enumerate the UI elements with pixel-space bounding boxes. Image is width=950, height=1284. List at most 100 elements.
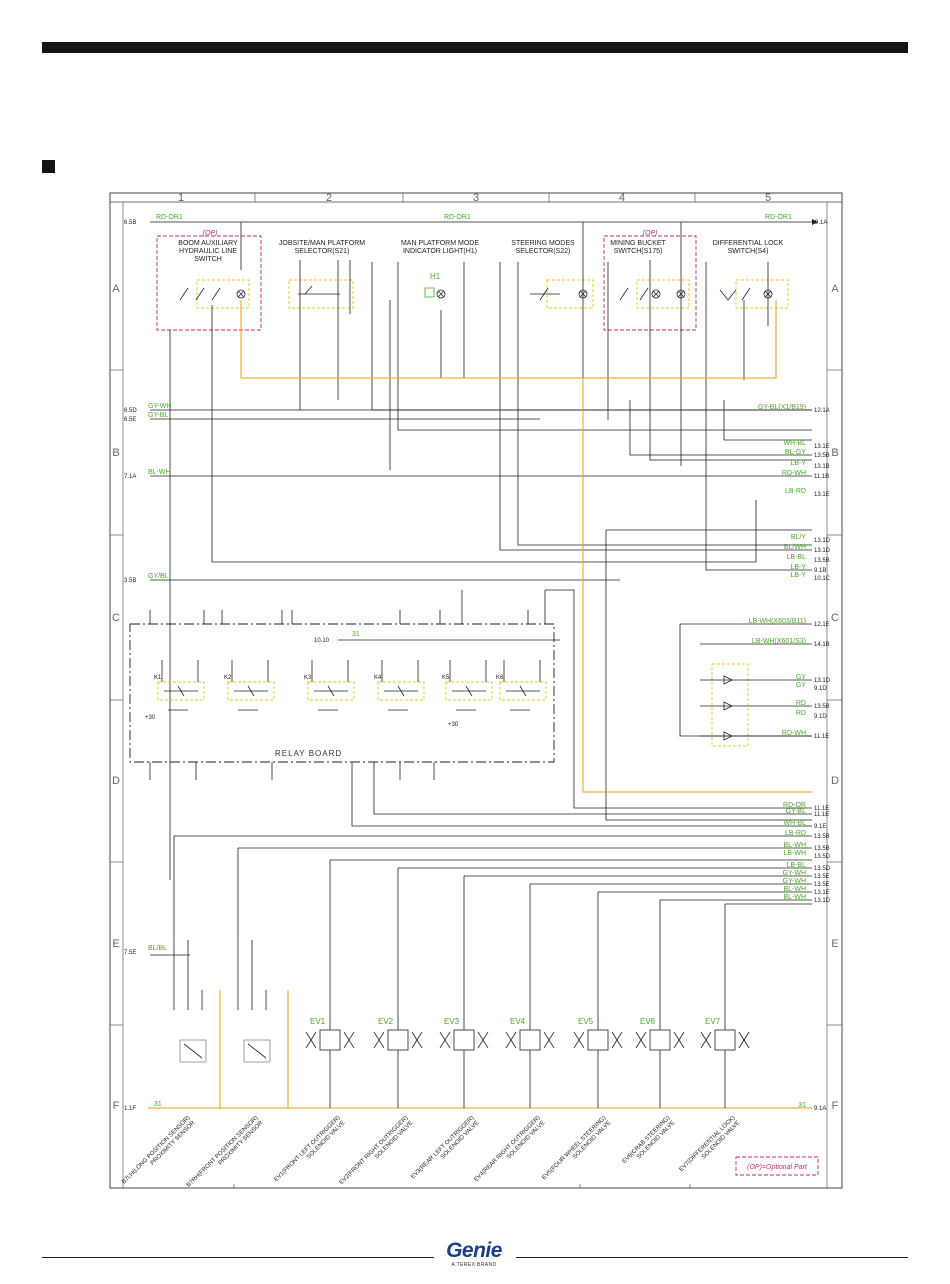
right-ref-17: 13.5B xyxy=(814,704,830,710)
relay-code-6: K6 xyxy=(496,675,504,681)
grid-row-c-right: C xyxy=(831,612,839,624)
right-net-3: WH-BL xyxy=(783,440,806,447)
legend-box xyxy=(735,1156,819,1176)
top-net-mid: RD-OR1 xyxy=(444,214,471,221)
right-net-7: LB-RD xyxy=(785,488,806,495)
right-net-6: RD-WH xyxy=(782,470,806,477)
right-net-30: BL-WH xyxy=(783,894,806,901)
svg-text:B7LH(LONG POSITION SENSOR): B7LH(LONG POSITION SENSOR) xyxy=(121,1115,191,1185)
mining-switch-box xyxy=(636,279,690,309)
left-net-3: GY-BL xyxy=(148,412,168,419)
boom-title-3: SWITCH xyxy=(194,256,222,263)
steering-title-1: STEERING MODES xyxy=(511,240,575,247)
right-ref-7: 13.1E xyxy=(814,492,830,498)
boom-switch-box xyxy=(196,279,250,309)
mining-title-1: MINING BUCKET xyxy=(610,240,666,247)
svg-text:EV2(FRONT RIGHT OUTRIGGER): EV2(FRONT RIGHT OUTRIGGER) xyxy=(339,1115,410,1186)
right-net-22: WH-BL xyxy=(783,820,806,827)
right-ref-18: 9.1D xyxy=(814,714,827,720)
valve-code-7: EV7 xyxy=(705,1017,721,1026)
relay-k2: K2 xyxy=(224,660,275,711)
right-ref-24: 13.5B xyxy=(814,846,830,852)
right-net-24: BL-WH xyxy=(783,842,806,849)
right-ref-25: 13.5D xyxy=(814,854,831,860)
indicator-tag: H1 xyxy=(430,272,441,281)
right-net-14: LB-WH(X601/S3) xyxy=(752,638,806,645)
bottom-label-6: EV4(REAR RIGHT OUTRIGGER)SOLENOID VALVE xyxy=(473,1115,546,1183)
left-net-5: GY/BL xyxy=(148,573,169,580)
right-net-10: LB-BL xyxy=(787,554,807,561)
left-ref-4: 7.1A xyxy=(124,474,136,480)
valve-code-4: EV4 xyxy=(510,1017,526,1026)
left-net-7: 31 xyxy=(154,1101,162,1108)
right-net-16: GY xyxy=(796,682,806,689)
svg-text:EV7(DIFFERENTIAL LOCK): EV7(DIFFERENTIAL LOCK) xyxy=(679,1115,737,1173)
grid-row-e: E xyxy=(112,938,119,950)
relay-plus30-left: +30 xyxy=(145,715,156,721)
diff-title-1: DIFFERENTIAL LOCK xyxy=(713,240,784,247)
grid-row-f: F xyxy=(113,1100,120,1112)
svg-text:EV4(REAR RIGHT OUTRIGGER): EV4(REAR RIGHT OUTRIGGER) xyxy=(473,1115,541,1183)
grid-col-3: 3 xyxy=(473,192,479,204)
grid-row-c: C xyxy=(112,612,120,624)
relay-mid-net: 31 xyxy=(352,631,360,638)
right-ref-4: 13.5B xyxy=(814,453,830,459)
right-ref-15: 13.1D xyxy=(814,678,831,684)
right-net-11: LB-Y xyxy=(790,564,806,571)
right-ref-14: 14.1B xyxy=(814,642,830,648)
relay-k3: K3 xyxy=(304,660,355,711)
grid-row-d-right: D xyxy=(831,775,839,787)
left-ref-3: 6.5E xyxy=(124,417,136,423)
jobsite-title-2: SELECTOR(S21) xyxy=(295,248,350,255)
relay-code-2: K2 xyxy=(224,675,232,681)
right-ref-11: 9.1B xyxy=(814,568,826,574)
right-ref-9: 13.1D xyxy=(814,548,831,554)
relay-code-4: K4 xyxy=(374,675,382,681)
footer-rule-right xyxy=(516,1257,908,1258)
right-ref-20: 11.1E xyxy=(814,806,829,812)
right-net-27: GY-WH xyxy=(783,870,806,877)
diff-title-2: SWITCH(S4) xyxy=(728,248,769,255)
relay-k4: K4 xyxy=(374,660,425,711)
right-net-12: LB-Y xyxy=(790,572,806,579)
footer-rule-left xyxy=(42,1257,434,1258)
bottom-label-8: EV6(CRAB STEERING)SOLENOID VALVE xyxy=(622,1115,677,1165)
left-ref-5: 3.5B xyxy=(124,578,136,584)
right-net-4: BL-GY xyxy=(785,449,806,456)
grid-col-4: 4 xyxy=(619,192,625,204)
relay-plus30-right: +30 xyxy=(448,722,459,728)
left-ref-7: 1.1F xyxy=(124,1106,136,1112)
right-net-25: LB-WH xyxy=(783,850,806,857)
right-net-17: RD xyxy=(796,700,806,707)
valve-code-5: EV5 xyxy=(578,1017,594,1026)
boom-title-1: BOOM AUXILIARY xyxy=(178,240,238,247)
jobsite-switch-box xyxy=(288,279,354,309)
valve-ev2: EV2 xyxy=(373,930,423,1108)
valve-ev5: EV5 xyxy=(573,930,623,1108)
right-net-19: RD-WH xyxy=(782,730,806,737)
svg-text:EV1(FRONT LEFT OUTRIGGER): EV1(FRONT LEFT OUTRIGGER) xyxy=(273,1115,341,1183)
right-ref-1: 9.1A xyxy=(815,220,827,226)
right-ref-2: 12.1A xyxy=(814,408,830,414)
left-ref-6: 7.5E xyxy=(124,950,136,956)
drawing-frame xyxy=(109,192,843,1189)
jobsite-title-1: JOBSITE/MAN PLATFORM xyxy=(279,240,365,247)
relay-k6: K6 xyxy=(496,660,547,711)
right-ref-26: 13.5D xyxy=(814,866,831,872)
valve-code-6: EV6 xyxy=(640,1017,656,1026)
relay-code-1: K1 xyxy=(154,675,162,681)
bottom-label-7: EV5(FOUR WHEEL STEERING)SOLENOID VALVE xyxy=(541,1115,612,1181)
left-net-6: BL/BL xyxy=(148,945,167,952)
sensor-b7lh xyxy=(173,930,207,1063)
right-net-13: LB-WH(X603/B11) xyxy=(749,618,806,625)
bottom-label-4: EV2(FRONT RIGHT OUTRIGGER)SOLENOID VALVE xyxy=(339,1115,415,1186)
valve-code-2: EV2 xyxy=(378,1017,394,1026)
section-bullet xyxy=(42,160,55,173)
grid-col-2: 2 xyxy=(326,192,332,204)
steering-switch-box xyxy=(546,279,594,309)
right-ref-22: 9.1E xyxy=(814,824,826,830)
right-net-1: RD-OR1 xyxy=(765,214,792,221)
grid-row-a-right: A xyxy=(831,283,839,295)
grid-row-b-right: B xyxy=(831,447,838,459)
right-ref-12: 10.1C xyxy=(814,576,831,582)
